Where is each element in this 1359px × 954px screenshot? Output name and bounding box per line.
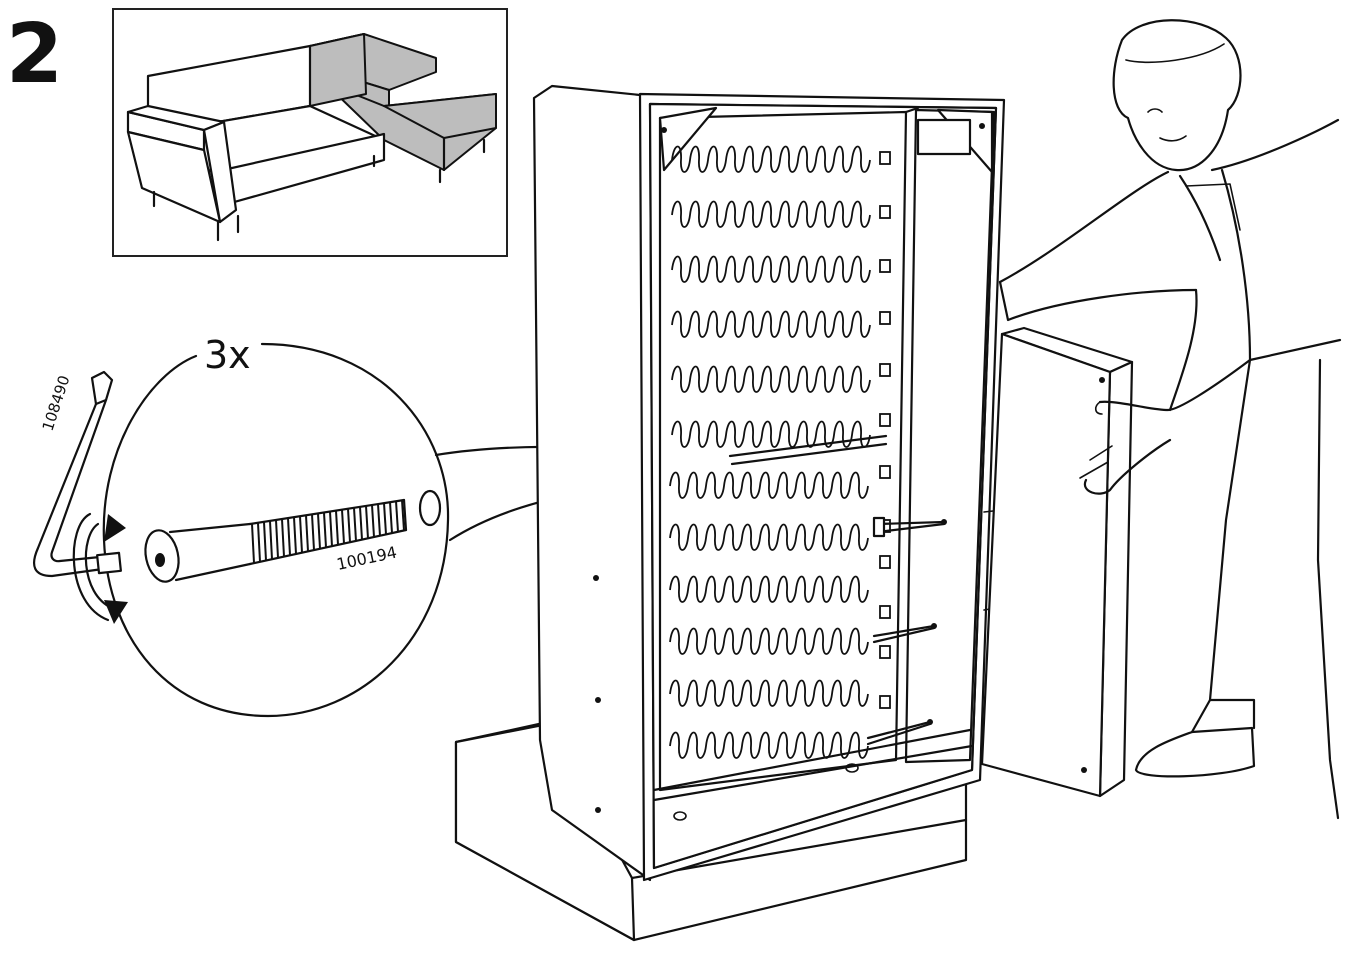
bolt-thread [257, 522, 261, 562]
spring-clip [879, 695, 891, 709]
bolt-thread [347, 508, 351, 543]
bolt-thread [341, 509, 345, 544]
bolt-thread [317, 513, 321, 549]
armrest-panel [980, 326, 1134, 798]
spring-clip [879, 151, 891, 165]
spring-clip [879, 259, 891, 273]
bolt-thread [371, 504, 375, 538]
spring-clip [879, 413, 891, 427]
spring-clip [879, 555, 891, 569]
overview-inset [112, 8, 508, 257]
spring-clip [879, 205, 891, 219]
zigzag-spring [669, 679, 869, 707]
bolt-thread [311, 514, 315, 551]
bolt-thread [353, 507, 357, 541]
bolt-thread [269, 521, 273, 560]
bolt-thread [401, 500, 405, 531]
zigzag-spring [671, 200, 871, 228]
bolt-thread [377, 503, 381, 536]
bolt-thread [389, 502, 393, 534]
bolt-thread [293, 517, 297, 554]
step-number: 2 [6, 7, 64, 102]
spring-clip [879, 519, 891, 533]
bolt-part-number: 100194 [335, 543, 399, 574]
allen-key-icon [33, 370, 122, 578]
spring-clip [879, 605, 891, 619]
zigzag-spring [669, 471, 869, 499]
bolt-thread [335, 510, 339, 545]
corner-sofa-icon [126, 33, 497, 242]
zigzag-spring [671, 365, 871, 393]
bolt-thread [323, 512, 327, 548]
spring-clip [879, 311, 891, 325]
zigzag-spring [671, 145, 871, 173]
person-icon [998, 19, 1342, 820]
bolt-thread [359, 506, 363, 540]
zigzag-spring [669, 627, 869, 655]
bolt-thread [251, 523, 255, 564]
bolt-thread [275, 520, 279, 558]
detail-circle [102, 342, 868, 718]
spring-clip [879, 645, 891, 659]
bolt-thread [299, 516, 303, 553]
quantity-label: 3x [204, 333, 251, 377]
bolt-thread [329, 511, 333, 547]
frame-bolts [866, 505, 1027, 746]
allen-key-part-number: 108490 [39, 373, 74, 433]
washer-icon [418, 489, 442, 527]
bolt-thread [395, 501, 399, 532]
sofa-frame [454, 84, 1006, 942]
bolt-thread [263, 522, 267, 561]
spring-clip [879, 465, 891, 479]
zigzag-spring [671, 420, 871, 448]
zigzag-spring [669, 731, 869, 759]
spring-clip [879, 363, 891, 377]
bolt-thread [281, 519, 285, 557]
zigzag-spring [669, 575, 869, 603]
zigzag-spring [671, 310, 871, 338]
zigzag-spring [671, 255, 871, 283]
bolt-thread [383, 503, 387, 535]
bolt-thread [365, 505, 369, 539]
bolt-thread [305, 515, 309, 552]
bolt-icon [144, 498, 408, 583]
zigzag-spring [669, 523, 869, 551]
bolt-thread [287, 518, 291, 556]
clockwise-rotation-arrow-icon [72, 512, 128, 624]
